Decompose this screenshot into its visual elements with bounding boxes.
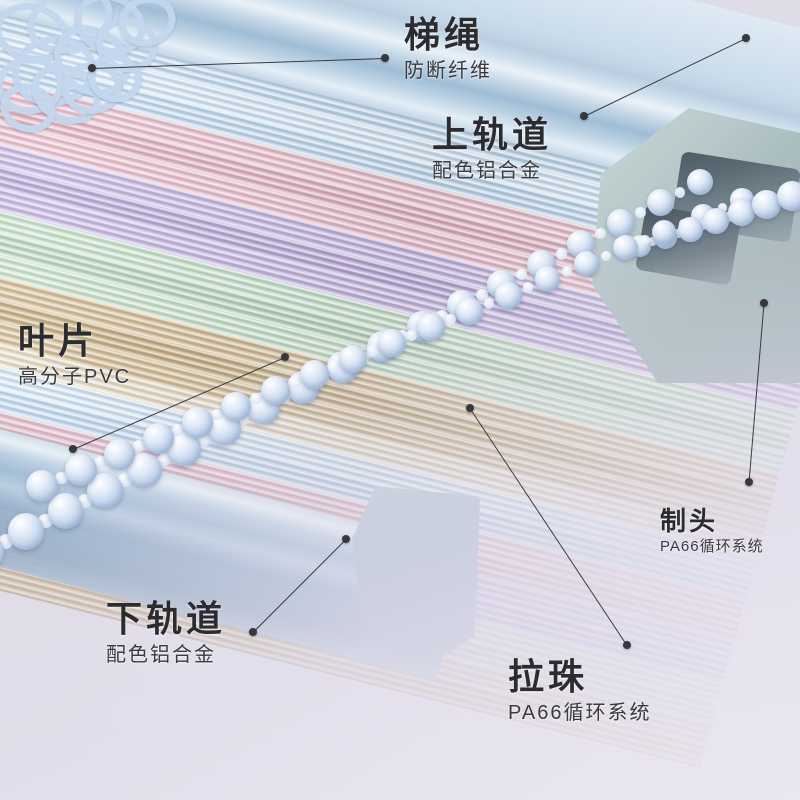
marker-dot-control-head-b — [760, 299, 768, 307]
chain-link — [515, 268, 528, 281]
marker-dot-ladder-cord-b — [88, 64, 96, 72]
chain-link — [483, 297, 495, 309]
callout-title-bead-chain: 拉珠 — [508, 656, 589, 697]
chain-link — [475, 289, 488, 301]
marker-dot-ladder-cord-a — [381, 54, 389, 62]
chain-link — [55, 471, 68, 485]
chain-bead — [534, 266, 561, 293]
chain-bead — [143, 422, 175, 454]
chain-bead — [0, 533, 5, 571]
callout-subtitle-ladder-cord: 防断纤维 — [404, 59, 492, 82]
callout-title-ladder-cord: 梯绳 — [404, 14, 485, 55]
chain-bead — [702, 207, 729, 234]
callout-ladder-cord: 梯绳防断纤维 — [404, 16, 492, 84]
chain-bead — [104, 438, 136, 470]
chain-bead — [678, 217, 703, 242]
chain-link — [595, 227, 607, 239]
chain-bead — [495, 282, 522, 309]
marker-dot-lower-track-b — [342, 535, 350, 543]
callout-upper-track: 上轨道配色铝合金 — [432, 116, 552, 184]
chain-bead — [686, 168, 714, 196]
chain-bead — [646, 189, 674, 217]
chain-link — [436, 309, 449, 322]
chain-link — [366, 345, 379, 357]
callout-subtitle-upper-track: 配色铝合金 — [432, 159, 542, 182]
chain-link — [561, 266, 573, 277]
chain-bead — [299, 360, 329, 390]
callout-lower-track: 下轨道配色铝合金 — [106, 600, 226, 668]
callout-subtitle-slat: 高分子PVC — [18, 365, 132, 388]
chain-bead — [182, 407, 213, 438]
marker-dot-upper-track-a — [580, 112, 588, 120]
callout-subtitle-lower-track: 配色铝合金 — [106, 643, 216, 666]
chain-bead — [612, 235, 638, 261]
callout-title-lower-track: 下轨道 — [106, 598, 227, 639]
marker-dot-slat-a — [69, 445, 77, 453]
callout-title-control-head: 制头 — [660, 506, 719, 536]
chain-link — [94, 455, 107, 469]
callout-title-upper-track: 上轨道 — [432, 114, 553, 155]
callout-control-head: 制头 PA66循环系统 — [660, 506, 764, 557]
chain-bead — [260, 375, 291, 406]
chain-bead — [573, 250, 600, 277]
chain-bead — [776, 180, 800, 212]
chain-link — [600, 250, 611, 261]
chain-bead — [652, 219, 677, 244]
callout-slat: 叶片高分子PVC — [18, 322, 131, 390]
chain-link — [639, 234, 650, 245]
chain-link — [172, 424, 185, 437]
callout-title-slat: 叶片 — [18, 320, 99, 361]
chain-link — [211, 408, 223, 421]
chain-bead — [221, 391, 252, 422]
callout-bead-chain: 拉珠 PA66循环系统 — [508, 658, 651, 726]
callout-subtitle-bead-chain: PA66循环系统 — [508, 701, 652, 724]
chain-bead — [456, 297, 484, 325]
marker-dot-upper-track-b — [742, 34, 750, 42]
chain-bead — [64, 454, 97, 487]
chain-bead — [606, 209, 635, 237]
marker-dot-bead-chain-a — [623, 641, 631, 649]
chain-link — [405, 329, 417, 341]
chain-link — [674, 186, 686, 198]
chain-link — [555, 248, 567, 260]
chain-bead — [7, 513, 44, 550]
chain-bead — [25, 469, 59, 503]
chain-bead — [727, 198, 756, 227]
chain-link — [288, 376, 301, 389]
marker-dot-slat-b — [281, 353, 289, 361]
chain-link — [522, 282, 534, 293]
chain-link — [717, 203, 728, 213]
chain-bead — [417, 313, 445, 341]
chain-bead — [338, 344, 368, 374]
callout-subtitle-control-head: PA66循环系统 — [660, 538, 764, 556]
chain-link — [673, 228, 683, 239]
chain-link — [635, 207, 646, 219]
chain-link — [444, 313, 456, 325]
marker-dot-control-head-a — [745, 478, 753, 486]
chain-bead — [47, 493, 84, 529]
chain-link — [250, 392, 262, 405]
chain-bead — [378, 329, 406, 357]
chain-link — [327, 361, 340, 373]
marker-dot-lower-track-a — [249, 628, 257, 636]
marker-dot-bead-chain-b — [466, 404, 474, 412]
chain-link — [648, 237, 658, 247]
chain-bead — [752, 189, 782, 219]
chain-link — [133, 440, 146, 453]
